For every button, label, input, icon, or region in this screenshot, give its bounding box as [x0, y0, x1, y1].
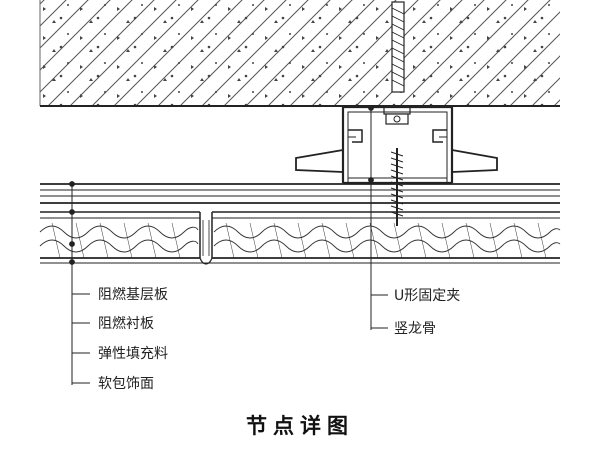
anchor-bolt [383, 1, 411, 125]
leader-lines-right [368, 105, 388, 330]
base-board-layer [40, 183, 560, 204]
label-u-clip: U形固定夹 [394, 288, 461, 304]
soft-facing-layer [40, 257, 560, 265]
label-base-board: 阻燃基层板 [98, 287, 168, 303]
drawing-title: 节点详图 [246, 414, 354, 438]
leader-lines-left [69, 181, 90, 385]
concrete-wall [39, 0, 560, 107]
label-backing-board: 阻燃衬板 [98, 316, 154, 332]
label-soft-facing: 软包饰面 [98, 376, 154, 392]
label-elastic-filler: 弹性填充料 [98, 346, 168, 362]
elastic-filler-layer [39, 222, 561, 259]
label-vertical-keel: 竖龙骨 [394, 321, 436, 337]
self-tapping-screw [390, 148, 404, 226]
backing-board-layer [40, 211, 560, 258]
